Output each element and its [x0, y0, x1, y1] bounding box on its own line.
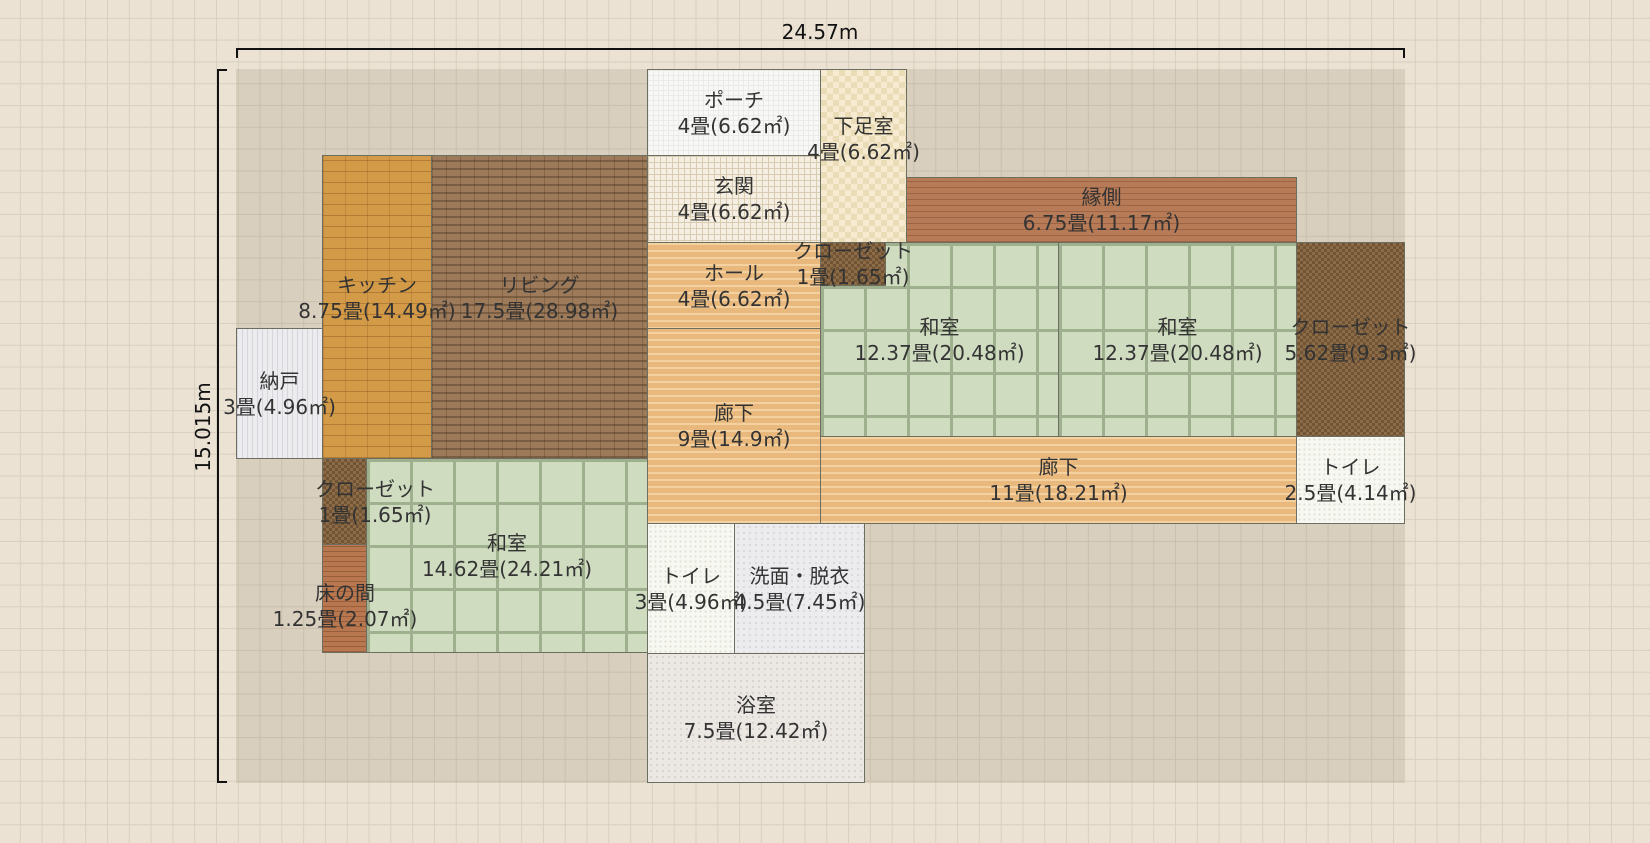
- room-area: 17.5畳(28.98㎡): [460, 298, 619, 323]
- room-name: キッチン: [337, 272, 417, 297]
- room-name: 和室: [1157, 314, 1198, 339]
- height-dimension-tick-bottom: [217, 781, 227, 783]
- room-name: 浴室: [735, 693, 776, 717]
- width-dimension-tick-left: [236, 48, 238, 58]
- room-area: 7.5畳(12.42㎡): [683, 719, 829, 743]
- room-area: 2.5畳(4.14㎡): [1284, 481, 1417, 505]
- width-dimension-line: [236, 48, 1405, 50]
- room-area: 14.62畳(24.21㎡): [421, 556, 593, 581]
- room-name: 下足室: [833, 113, 894, 138]
- height-dimension-line: [217, 69, 219, 783]
- room-area: 5.62畳(9.3㎡): [1284, 340, 1417, 365]
- room-name: 玄関: [714, 174, 754, 198]
- room-name: クローゼット: [1290, 314, 1411, 339]
- room-name: 縁側: [1081, 185, 1122, 209]
- room-area: 1畳(1.65㎡): [796, 265, 910, 289]
- room-name: 和室: [919, 314, 960, 339]
- height-dimension-label: 15.015m: [191, 382, 215, 472]
- room-area: 8.75畳(14.49㎡): [298, 298, 456, 323]
- room-area: 1畳(1.65㎡): [318, 502, 432, 527]
- width-dimension-tick-right: [1403, 48, 1405, 58]
- room-area: 6.75畳(11.17㎡): [1022, 211, 1181, 235]
- width-dimension-label: 24.57m: [781, 20, 859, 44]
- room-area: 4畳(6.62㎡): [807, 139, 920, 164]
- room-name: 床の間: [314, 580, 375, 605]
- room-name: 和室: [487, 530, 527, 555]
- height-dimension-tick-top: [217, 69, 227, 71]
- room-name: ホール: [704, 261, 764, 285]
- room-name: クローゼット: [793, 239, 913, 263]
- room-area: 12.37畳(20.48㎡): [1092, 340, 1263, 365]
- room-area: 4畳(6.62㎡): [677, 200, 791, 224]
- room-name: 納戸: [259, 368, 300, 393]
- room-area: 11畳(18.21㎡): [989, 481, 1128, 505]
- room-name: トイレ: [1320, 455, 1381, 479]
- room-area: 3畳(4.96㎡): [634, 589, 748, 614]
- room-name: ポーチ: [704, 87, 764, 112]
- room-area: 12.37畳(20.48㎡): [854, 340, 1025, 365]
- room-area: 1.25畳(2.07㎡): [272, 606, 418, 631]
- room-area: 9畳(14.9㎡): [677, 427, 791, 451]
- room-name: トイレ: [661, 563, 721, 588]
- room-name: 廊下: [1038, 455, 1079, 479]
- room-name: クローゼット: [315, 476, 435, 501]
- room-area: 4.5畳(7.45㎡): [733, 589, 866, 614]
- room-name: 洗面・脱衣: [749, 563, 850, 588]
- room-area: 3畳(4.96㎡): [223, 394, 336, 419]
- room-name: 廊下: [714, 401, 754, 425]
- room-area: 4畳(6.62㎡): [677, 287, 791, 311]
- room-area: 4畳(6.62㎡): [677, 113, 791, 138]
- room-name: リビング: [499, 272, 580, 297]
